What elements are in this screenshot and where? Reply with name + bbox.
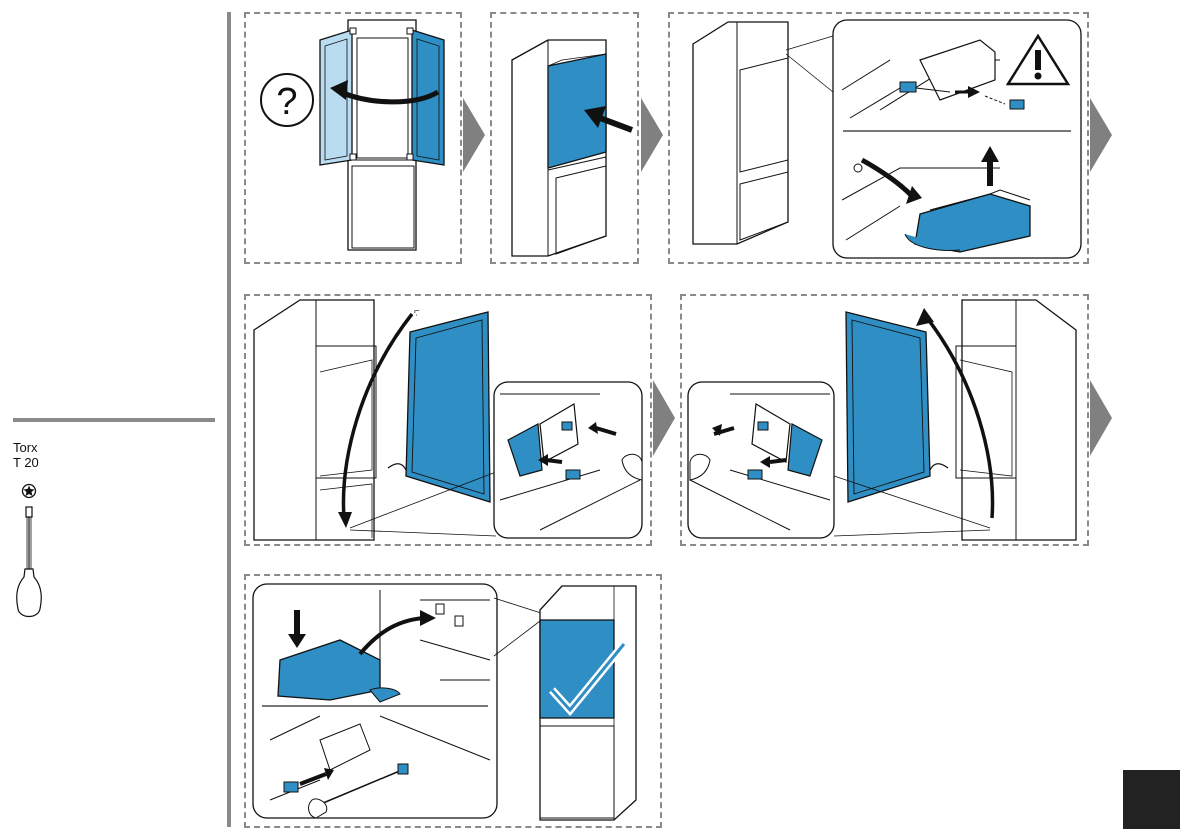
next-arrow-2 [641,98,663,172]
svg-text:?: ? [276,81,297,123]
next-arrow-4 [653,380,675,456]
step-6-illustration [253,584,636,820]
next-arrow-5 [1090,380,1112,456]
next-arrow-1 [463,98,485,172]
step-1-illustration: ? [261,20,444,250]
svg-text:⌐̣: ⌐̣ [414,306,420,317]
next-arrow-3 [1090,98,1112,172]
step-3-illustration [693,20,1081,258]
page-marker [1123,770,1180,829]
step-2-illustration [512,40,632,256]
step-4-illustration: ⌐̣ [254,300,642,540]
question-icon: ? [261,74,313,126]
step-5-illustration [688,300,1076,540]
